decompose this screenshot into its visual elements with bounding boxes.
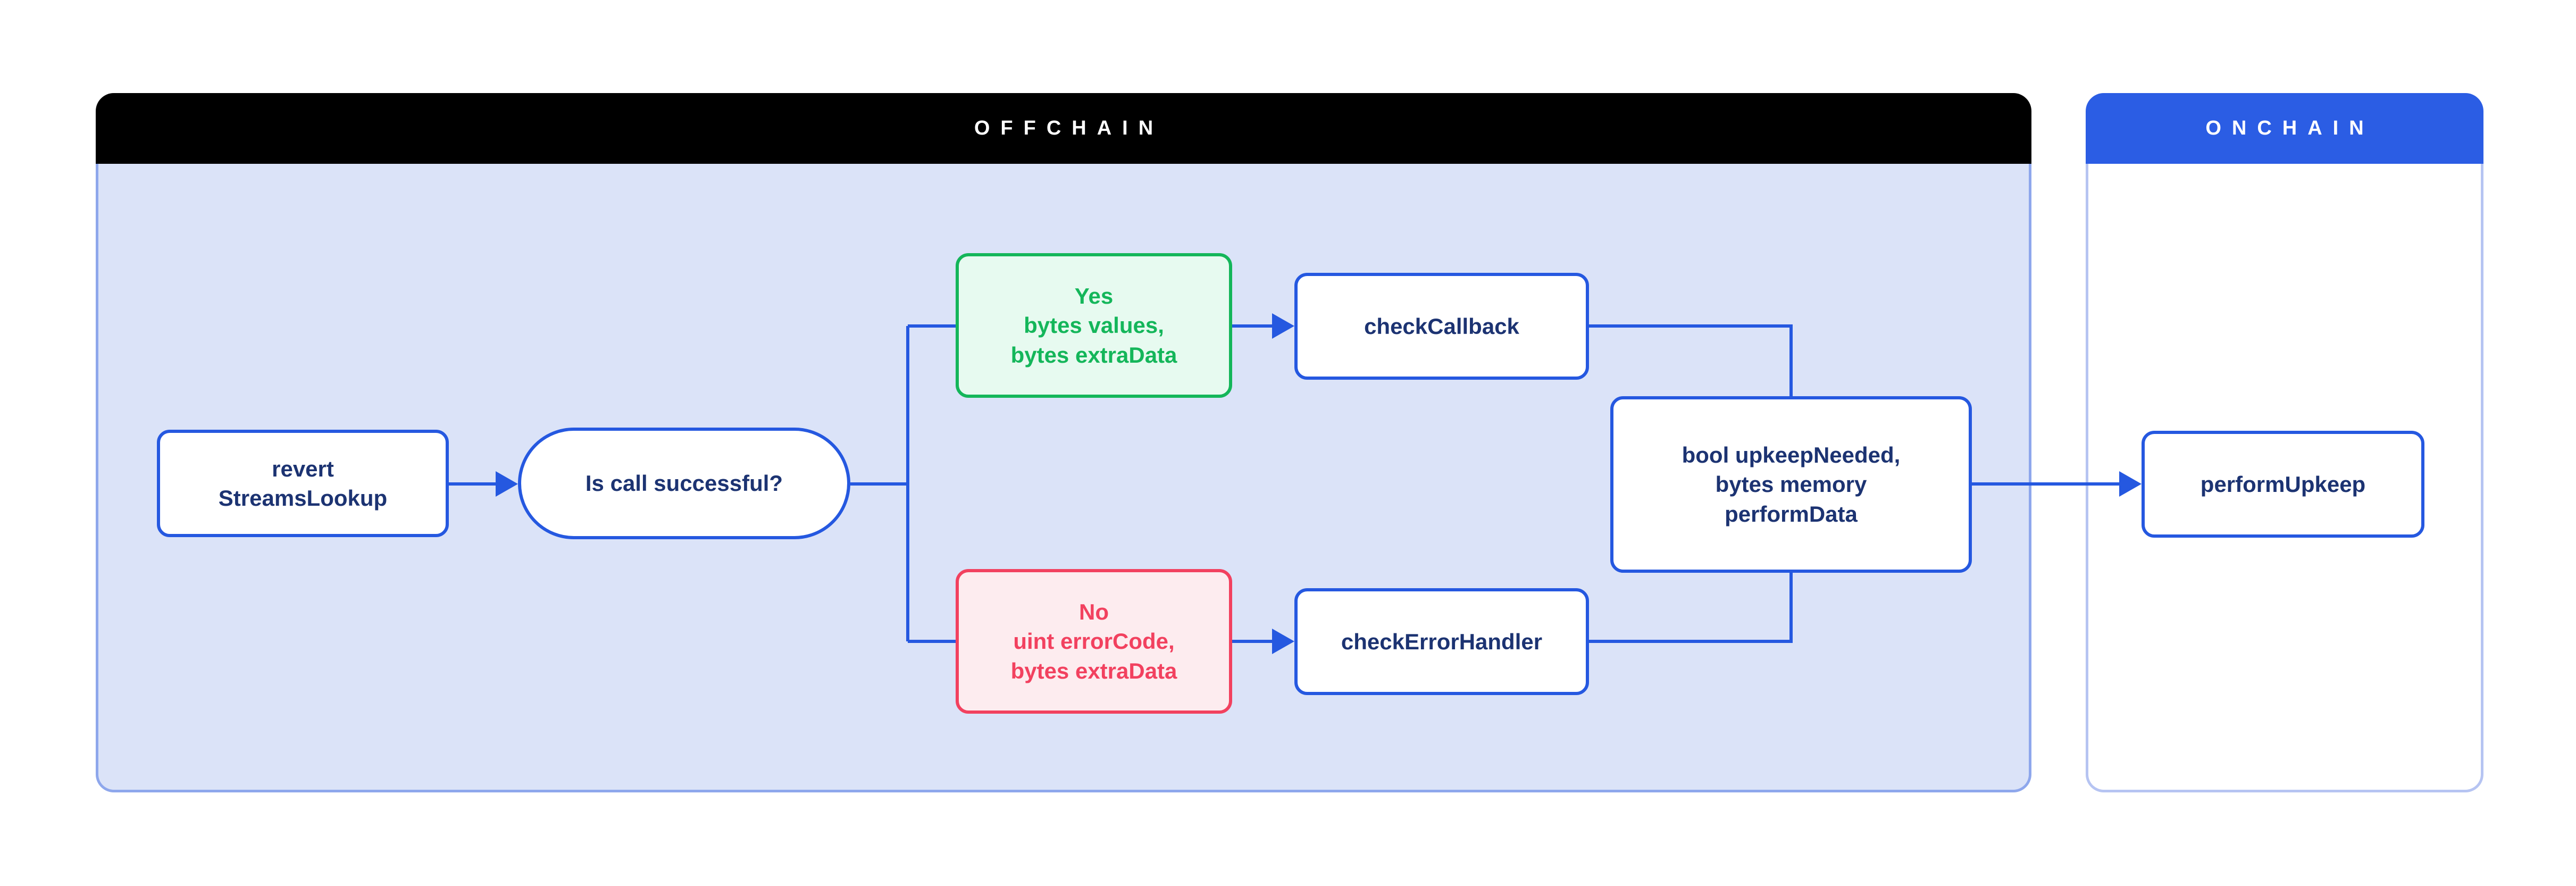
node-revert-streams-lookup: revert StreamsLookup — [157, 430, 449, 537]
node-is-call-successful: Is call successful? — [518, 428, 850, 539]
onchain-panel-title: ONCHAIN — [2086, 93, 2483, 164]
node-check-callback: checkCallback — [1294, 273, 1589, 380]
offchain-panel-title: OFFCHAIN — [96, 93, 2031, 164]
connector-checkerrorhandler-to-result — [1589, 573, 1793, 643]
node-yes-branch: Yes bytes values, bytes extraData — [956, 253, 1232, 398]
node-check-error-handler: checkErrorHandler — [1294, 588, 1589, 695]
node-no-branch: No uint errorCode, bytes extraData — [956, 569, 1232, 714]
connector-checkcallback-to-result — [1589, 324, 1793, 396]
node-perform-upkeep: performUpkeep — [2142, 431, 2424, 538]
node-upkeep-result: bool upkeepNeeded, bytes memory performD… — [1610, 396, 1972, 573]
